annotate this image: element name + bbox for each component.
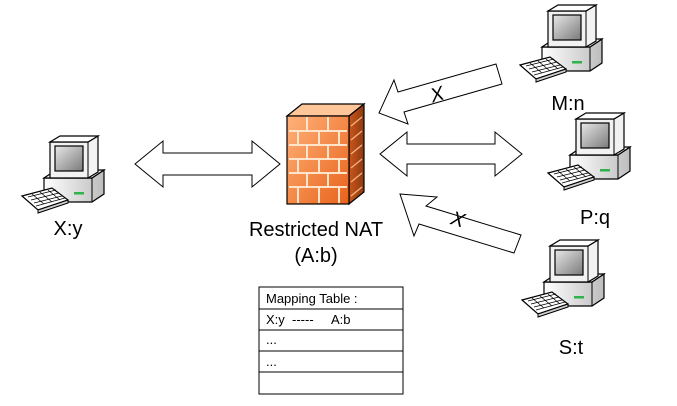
mapping-table-row: X:y ----- A:b — [266, 312, 351, 327]
computer-icon — [547, 112, 631, 191]
nat-p-arrow — [379, 130, 523, 178]
host-computer-s: S:t — [521, 239, 605, 359]
blocked-marker: X — [447, 207, 467, 232]
mapping-table-row: ... — [266, 354, 277, 369]
client-label: X:y — [54, 218, 83, 240]
blocked-arrow-m: X — [378, 63, 503, 125]
client-computer: X:y — [21, 135, 105, 240]
nat-label: Restricted NAT — [249, 219, 383, 241]
client-nat-arrow — [134, 139, 281, 189]
blocked-marker: X — [427, 82, 447, 107]
mapping-table-row: ... — [266, 332, 277, 347]
blocked-arrow-s: X — [399, 193, 522, 254]
computer-icon — [519, 4, 603, 83]
computer-icon — [21, 135, 105, 214]
mapping-table-title: Mapping Table : — [266, 291, 358, 306]
host-computer-p: P:q — [547, 112, 631, 229]
nat-address-label: (A:b) — [294, 245, 337, 267]
host-computer-m: M:n — [519, 4, 603, 115]
host-s-label: S:t — [559, 337, 584, 359]
computer-icon — [521, 239, 605, 318]
host-p-label: P:q — [580, 207, 610, 229]
host-m-label: M:n — [551, 93, 584, 115]
mapping-table: Mapping Table : X:y ----- A:b ... ... — [258, 286, 404, 395]
firewall-icon — [285, 102, 366, 206]
